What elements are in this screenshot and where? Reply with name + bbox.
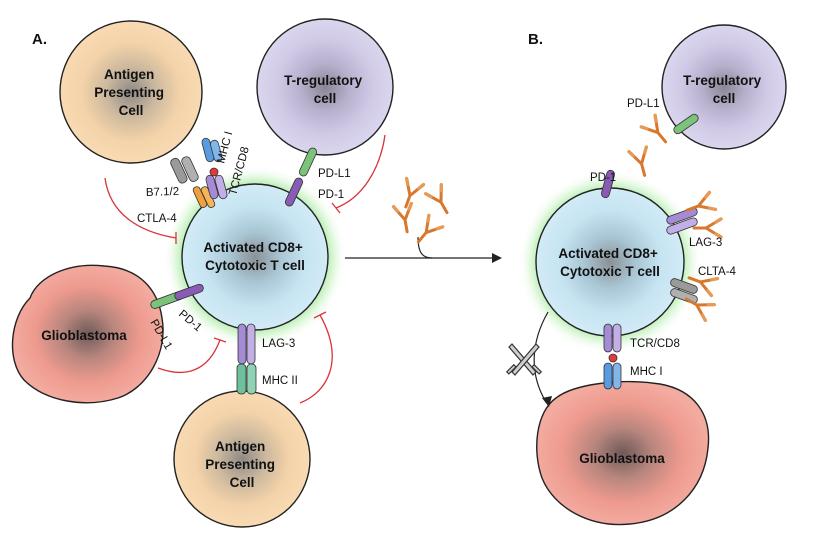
label-lag3-b: LAG-3 (689, 237, 722, 249)
pd1-pdl1-gbm-pair (150, 283, 204, 309)
label-pd1-b: PD-1 (590, 172, 616, 184)
glioblastoma-cell-a: Glioblastoma (11, 264, 164, 404)
label-ctla4-a: CTLA-4 (137, 213, 177, 225)
apc-top-label: Antigen Presenting Cell (94, 67, 168, 118)
panel-b-label: B. (528, 31, 543, 48)
label-pd1-treg: PD-1 (318, 189, 344, 201)
tcr-mhc1-pair-b (603, 323, 622, 390)
pd1-on-tcell-b (601, 169, 615, 199)
label-ctla4-b: CLTA-4 (698, 266, 737, 278)
pdl1-pd1-treg-pair (284, 147, 318, 207)
apc-bottom-cell: Antigen Presenting Cell (173, 390, 311, 528)
inhibition-arrows-a (104, 134, 386, 404)
label-mhc2: MHC II (262, 375, 298, 387)
apc-bottom-label: Antigen Presenting Cell (205, 439, 279, 490)
pdl1-on-treg-b (673, 113, 699, 135)
cd8-a-label: Activated CD8+ Cytotoxic T cell (203, 240, 306, 273)
ctla4-on-tcell-b (670, 278, 698, 304)
kill-arrow (533, 311, 552, 407)
label-pdl1-treg: PD-L1 (318, 168, 351, 180)
panel-a-label: A. (32, 31, 47, 48)
glioblastoma-cell-b: Glioblastoma (536, 380, 710, 526)
cd8-tcell-a: Activated CD8+ Cytotoxic T cell (163, 165, 347, 349)
glioblastoma-b-label: Glioblastoma (579, 451, 665, 466)
cd8-tcell-b: Activated CD8+ Cytotoxic T cell (518, 170, 702, 354)
lag3-mhc2-pair (236, 323, 257, 395)
mhc1-tcr-pair (201, 137, 228, 200)
label-pdl1-b: PD-L1 (627, 98, 660, 110)
label-lag3-a: LAG-3 (262, 338, 295, 350)
treg-b-label: T-regulatory cell (683, 73, 765, 106)
cd8-b-label: Activated CD8+ Cytotoxic T cell (558, 246, 661, 279)
crossed-swords-icon (505, 343, 543, 376)
treatment-arrow (345, 236, 502, 263)
label-mhc1-b: MHC I (630, 366, 663, 378)
apc-top-cell: Antigen Presenting Cell (59, 20, 203, 164)
treg-cell-a: T-regulatory cell (256, 18, 394, 156)
lag3-on-tcell-b (666, 207, 698, 235)
label-mhc1-a: MHC I (215, 130, 235, 165)
label-b7: B7.1/2 (146, 186, 180, 199)
treg-a-label: T-regulatory cell (284, 73, 366, 106)
label-tcr-b: TCR/CD8 (630, 338, 680, 350)
antibody-cluster (391, 176, 457, 250)
glioblastoma-a-label: Glioblastoma (41, 328, 127, 343)
